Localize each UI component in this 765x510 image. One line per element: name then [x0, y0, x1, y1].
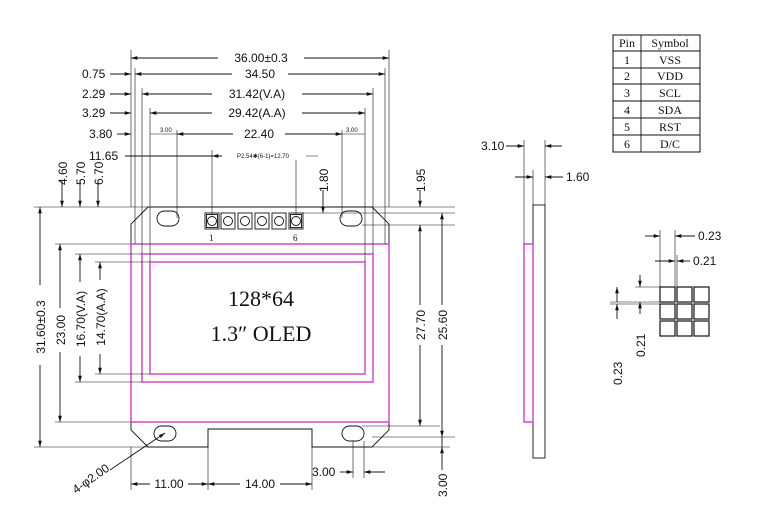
dim-14-00: 14.00	[245, 477, 275, 491]
dim-overall-width: 36.00±0.3	[234, 51, 288, 65]
dim-4-60: 4.60	[56, 161, 70, 185]
side-view-board	[532, 204, 546, 459]
display-resolution-text: 128*64	[228, 286, 294, 311]
mounting-hole-bottom-left	[153, 425, 177, 442]
dim-glass-width: 34.50	[245, 67, 275, 81]
dim-pixel-pitch-y: 0.21	[634, 333, 648, 357]
dim-3-00-right: 3.00	[346, 128, 358, 134]
pixel-grid	[659, 286, 710, 337]
table-cell-pin: 4	[624, 103, 630, 117]
dim-1-80: 1.80	[317, 168, 331, 192]
dim-3-80: 3.80	[89, 127, 113, 141]
table-cell-pin: 5	[624, 120, 630, 134]
table-cell-symbol: SCL	[659, 86, 681, 100]
dim-5-70: 5.70	[74, 161, 88, 185]
mounting-hole-top-right	[339, 210, 363, 227]
dim-overall-height: 31.60±0.3	[34, 300, 48, 354]
table-header-pin: Pin	[619, 36, 635, 50]
table-cell-pin: 1	[624, 53, 630, 67]
dim-25-60: 25.60	[436, 310, 450, 340]
dim-3-00-left: 3.00	[160, 128, 172, 134]
dim-0-75: 0.75	[82, 67, 106, 81]
pin-6-label: 6	[293, 233, 298, 243]
dim-pin-pitch: P2.54✱(6-1)=12.70	[237, 153, 290, 160]
table-cell-symbol: D/C	[660, 137, 680, 151]
table-cell-symbol: RST	[659, 120, 682, 134]
dim-1-60: 1.60	[566, 170, 590, 184]
left-vertical-dimensions: 31.60±0.3 23.00 16.70(V.A) 14.70(A.A) 4.…	[32, 161, 150, 448]
header-pins	[204, 212, 304, 230]
active-area-outline	[149, 261, 366, 375]
table-cell-pin: 2	[624, 69, 630, 83]
dim-pixel-pitch-x: 0.21	[693, 254, 717, 268]
dim-6-70: 6.70	[92, 161, 106, 185]
side-view: 3.10 1.60	[481, 139, 590, 459]
table-cell-symbol: SDA	[658, 103, 682, 117]
table-cell-symbol: VDD	[657, 69, 683, 83]
dim-3-10: 3.10	[481, 139, 505, 153]
pin-1-label: 1	[209, 233, 214, 243]
pin-table: Pin Symbol 1 VSS 2 VDD 3 SCL 4 SDA 5 RST…	[612, 34, 701, 153]
left-dimension-labels: 0.75 2.29 3.29 3.80 11.65	[82, 67, 212, 163]
table-cell-symbol: VSS	[659, 53, 681, 67]
dim-visible-area-width: 31.42(V.A)	[229, 87, 285, 101]
dim-pixel-height: 0.23	[611, 361, 625, 385]
mounting-hole-bottom-right	[341, 425, 365, 442]
top-dimensions: 36.00±0.3 34.50 31.42(V.A) 29.42(A.A) 22…	[130, 50, 390, 262]
table-header-symbol: Symbol	[651, 36, 689, 50]
bottom-dimensions: 11.00 14.00 3.00 4-φ2.00	[70, 429, 385, 496]
dim-1-95: 1.95	[414, 168, 428, 192]
dim-3-00-vertical: 3.00	[436, 473, 450, 497]
display-size-text: 1.3″ OLED	[211, 321, 312, 346]
dim-27-70: 27.70	[414, 310, 428, 340]
dim-11-65: 11.65	[89, 149, 118, 163]
dim-hole-diameter: 4-φ2.00	[70, 461, 113, 497]
table-cell-pin: 3	[624, 86, 630, 100]
side-view-glass	[523, 243, 534, 423]
pixel-detail: 0.23 0.21 0.21 0.23	[610, 229, 722, 385]
dim-11-00: 11.00	[154, 477, 183, 491]
dim-3-00-horizontal: 3.00	[312, 465, 336, 479]
table-cell-pin: 6	[624, 137, 630, 151]
dim-glass-height: 23.00	[54, 315, 68, 345]
dim-visible-area-height: 16.70(V.A)	[74, 291, 88, 347]
front-view: 1 6 128*64 1.3″ OLED	[130, 206, 390, 448]
right-vertical-dimensions: 1.80 1.95 27.70 25.60 3.00	[303, 168, 455, 497]
mounting-hole-top-left	[156, 210, 180, 227]
dim-hole-pitch: 22.40	[244, 127, 274, 141]
dim-3-29: 3.29	[82, 106, 106, 120]
dim-active-area-width: 29.42(A.A)	[228, 106, 285, 120]
visible-area-outline	[141, 253, 374, 383]
glass-outline	[130, 243, 390, 423]
dim-2-29: 2.29	[82, 87, 106, 101]
dim-pixel-width: 0.23	[698, 229, 722, 243]
dim-active-area-height: 14.70(A.A)	[94, 288, 108, 345]
